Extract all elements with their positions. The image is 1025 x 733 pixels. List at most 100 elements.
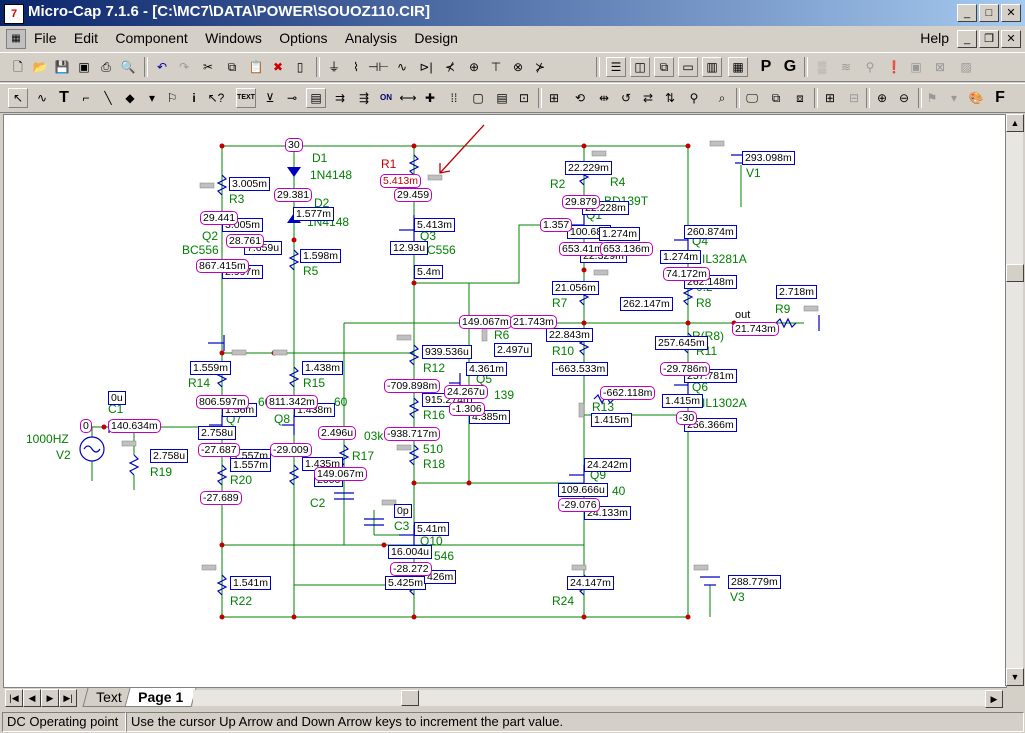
title-block-icon[interactable]: ▤ [496,91,508,105]
menu-options[interactable]: Options [279,30,328,46]
opamp-icon[interactable]: ⊁ [534,60,546,74]
doc-minimize-button[interactable]: _ [957,30,977,48]
horizontal-scrollbar[interactable]: ▶ [193,690,1003,708]
bring-front-icon[interactable]: ⧉ [771,91,781,105]
app-icon[interactable]: 7 [4,4,24,24]
scroll-up-icon[interactable]: ▲ [1006,114,1024,132]
current-source-icon[interactable]: ⊗ [512,60,524,74]
menu-analysis[interactable]: Analysis [344,30,397,46]
g-button[interactable]: G [783,58,797,75]
menu-file[interactable]: File [34,30,57,46]
menu-edit[interactable]: Edit [73,30,99,46]
mirror-icon[interactable]: ⇹ [598,91,610,105]
scroll-thumb[interactable] [1006,264,1024,282]
dot-grid-icon[interactable]: ⁞⁞ [450,91,458,105]
clear-icon[interactable]: ▯ [296,60,304,74]
tab-page-1[interactable]: Page 1 [124,688,197,707]
undo-icon[interactable]: ↶ [156,60,168,74]
print-icon[interactable]: ⎙ [101,60,111,74]
f-button[interactable]: F [995,89,1005,106]
flip-y-icon[interactable]: ⇅ [664,91,676,105]
color-dropdown-icon[interactable]: ▾ [950,91,958,105]
attribute-icon[interactable]: ▤ [306,88,326,108]
palette-icon[interactable]: 🎨 [968,91,984,105]
capacitor-icon[interactable]: ⊣⊢ [368,60,389,74]
flag-icon[interactable]: ⚐ [166,91,178,105]
transistor-icon[interactable]: ⊀ [444,60,456,74]
next-page-icon[interactable]: ▶ [41,689,59,707]
orthogonal-wire-icon[interactable]: ⌐ [82,91,90,105]
maximize-button[interactable]: □ [979,4,999,22]
frame-icon[interactable]: ▣ [910,60,922,74]
menu-help[interactable]: Help [920,30,949,46]
pin-connection-icon[interactable]: ⇉ [334,91,346,105]
cascade-icon[interactable]: ⧉ [654,57,674,77]
probe-icon[interactable]: ⊸ [286,91,298,105]
close-button[interactable]: ✕ [1001,4,1021,22]
monitor-icon[interactable]: 🖵 [746,91,758,105]
ground-icon[interactable]: ⏚ [327,60,340,74]
paste-icon[interactable]: 📋 [248,60,264,74]
help-cursor-icon[interactable]: ↖? [207,91,225,105]
zoom-out-icon[interactable]: ⊖ [898,91,910,105]
window-vertical-icon[interactable]: ◫ [630,57,650,77]
new-file-icon[interactable]: 🗋 [13,60,23,74]
info-icon[interactable]: i [192,91,196,105]
print-preview-icon[interactable]: 🔍 [120,60,136,74]
schematic-canvas[interactable]: D1 1N4148 D2 1N4148 R1 R2 R3 R4 R5 R6 R7… [3,114,1007,688]
flip-x-icon[interactable]: ⇄ [642,91,654,105]
cut-icon[interactable]: ✂ [202,60,214,74]
first-page-icon[interactable]: |◀ [5,689,23,707]
cross-icon[interactable]: ✚ [424,91,436,105]
node-numbers-icon[interactable]: ⊻ [265,91,275,105]
battery-icon[interactable]: ⊤ [490,60,502,74]
doc-restore-button[interactable]: ❐ [979,30,999,48]
prev-page-icon[interactable]: ◀ [23,689,41,707]
rotate-icon[interactable]: ⟲ [574,91,586,105]
wire-icon[interactable]: ∿ [36,91,48,105]
remove-page-icon[interactable]: ⊟ [848,91,860,105]
dropdown-icon[interactable]: ▾ [148,91,156,105]
hierarchy-icon[interactable]: ⊠ [934,60,946,74]
resistor-icon[interactable]: ⌇ [353,60,359,74]
menu-component[interactable]: Component [115,30,188,46]
vertical-scrollbar[interactable]: ▲ ▼ [1005,114,1024,686]
wave-icon[interactable]: ≋ [840,60,852,74]
zoom-in-icon[interactable]: ⊕ [876,91,888,105]
rotate-ccw-icon[interactable]: ↺ [620,91,632,105]
p-button[interactable]: P [760,58,772,75]
last-page-icon[interactable]: ▶| [59,689,77,707]
diagonal-wire-icon[interactable]: ╲ [104,91,112,105]
color-flag-icon[interactable]: ⚑ [926,91,938,105]
border-icon[interactable]: ▢ [472,91,484,105]
properties-icon[interactable]: ⊞ [548,91,560,105]
add-page-icon[interactable]: ⊞ [824,91,836,105]
show-all-icon[interactable]: ⊡ [518,91,530,105]
doc-close-button[interactable]: ✕ [1001,30,1021,48]
horizontal-scroll-thumb[interactable] [401,690,419,706]
window-horizontal-icon[interactable]: ☰ [606,57,626,77]
binoculars-icon[interactable]: ⌕ [718,91,726,105]
source-icon[interactable]: ⊕ [468,60,480,74]
marker-icon[interactable]: ❗ [886,60,902,74]
text-button[interactable]: TEXT [236,88,256,108]
image-icon[interactable]: ▨ [960,60,972,74]
book-icon[interactable]: ▥ [702,57,722,77]
calculator-icon[interactable]: ▦ [728,57,748,77]
text-tool-icon[interactable]: T [59,89,69,106]
scroll-down-icon[interactable]: ▼ [1006,668,1024,686]
on-button[interactable]: ON [380,93,392,102]
diode-icon[interactable]: ⊳| [419,60,433,74]
save-all-icon[interactable]: ▣ [78,60,90,74]
pin-line-icon[interactable]: ⟷ [399,91,417,105]
open-folder-icon[interactable]: 📂 [32,60,48,74]
minimize-button[interactable]: _ [957,4,977,22]
send-back-icon[interactable]: ⧈ [796,91,804,105]
window-icon[interactable]: ▭ [678,57,698,77]
grid-icon[interactable]: ▒ [817,60,827,74]
copy-icon[interactable]: ⧉ [227,60,237,74]
save-icon[interactable]: 💾 [54,60,70,74]
grid-text-icon[interactable]: ⇶ [358,91,370,105]
pin-icon[interactable]: ⚲ [865,60,875,74]
scroll-right-icon[interactable]: ▶ [985,690,1003,708]
